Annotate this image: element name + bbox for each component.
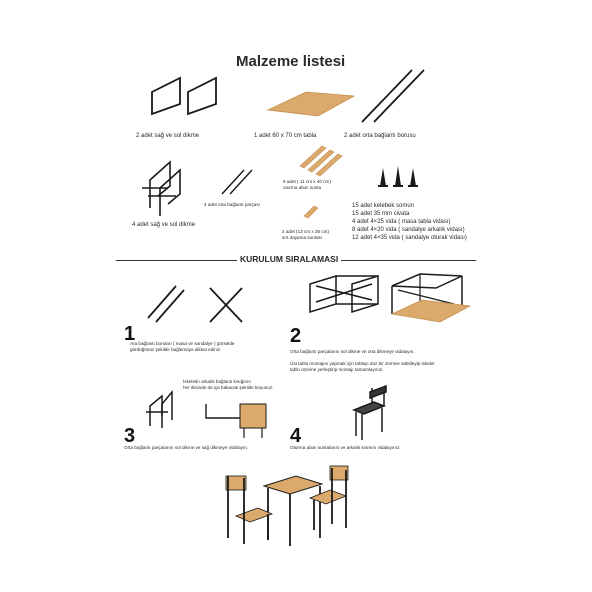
middle-pipe-drawing [361, 69, 425, 123]
assembly-title: KURULUM SIRALAMASI [237, 255, 342, 264]
back-boards-label-1: 2 adet (13 cm x 36 cm) [282, 229, 329, 234]
step-4-number: 4 [290, 425, 302, 447]
middle-pipe-label: 2 adet orta bağlantı borusu [344, 133, 416, 139]
final-chair-right-drawing [308, 465, 349, 530]
step3-chair-frame-drawing [146, 389, 173, 428]
page-title: Malzeme listesi [236, 53, 346, 70]
step-3-note-1: İskeletin arkalık bağlantı kısığının [183, 379, 251, 384]
seat-boards-label-1: 6 adet ( 11 cm x 40 cm) [283, 179, 331, 184]
bolts-drawing [378, 166, 418, 187]
step-2-number: 2 [290, 325, 302, 347]
step2-frame-drawing [309, 274, 379, 314]
hardware-item: 12 adet 4×35 vida ( sandalye oturak vida… [352, 235, 467, 241]
hardware-item: 15 adet 35 mm civata [352, 211, 410, 217]
step-1-text-1: Ara bağlantı boruları ( masa ve sandalye… [130, 341, 235, 346]
seat-boards-drawing [299, 145, 343, 177]
step-3-note-2: her ikisinde de içe bakacak şekilde koyu… [183, 385, 274, 390]
step4-chair-drawing [351, 384, 387, 440]
step-4-text-1: Oturma alanı suntalarını ve arkalık kısm… [290, 445, 401, 450]
seat-boards-label-2: oturma alanı sunta [283, 185, 322, 190]
step1-drawing [147, 285, 243, 323]
side-legs-a-label: 2 adet sağ ve sol dikme [136, 133, 200, 139]
hardware-item: 4 adet 4×25 vida ( masa tabla vidası) [352, 219, 451, 225]
step-3-text-1: Orta bağlantı parçalarını sol dikme ve s… [124, 445, 249, 450]
hardware-item: 15 adet kelebek somun [352, 203, 415, 209]
step-3-number: 3 [124, 425, 136, 447]
back-board-drawing [303, 205, 319, 219]
final-chair-left-drawing [225, 475, 274, 544]
side-legs-b-drawing [142, 160, 181, 216]
step-1-text-2: gördüğünüz şekilde bağlamaya dikkat edin… [130, 347, 222, 352]
step3-table-drawing [239, 403, 267, 438]
step-2-note-1: Üst tabla montajını yapmak için tablayı … [290, 361, 435, 366]
hardware-item: 8 adet 4×20 vida ( sandalye arkalık vida… [352, 227, 465, 233]
step-1-number: 1 [124, 323, 136, 345]
back-boards-label-2: sırt dayama suntası [282, 235, 323, 240]
middle-part-drawing [221, 169, 253, 195]
side-legs-b-label: 4 adet sağ ve sol dikme [132, 222, 196, 228]
table-top-label: 1 adet 60 x 70 cm tabla [254, 133, 317, 139]
side-legs-a-drawing [151, 76, 217, 116]
step-2-note-2: tablo üzerine yerleştirip montajı tamaml… [290, 367, 384, 372]
table-top-drawing [266, 91, 356, 117]
middle-part-label: 4 adet orta bağlantı parçası [204, 202, 260, 207]
step-2-text-1: Orta bağlantı parçalarını sol dikme ve o… [290, 349, 415, 354]
step2-table-drawing [390, 273, 472, 323]
